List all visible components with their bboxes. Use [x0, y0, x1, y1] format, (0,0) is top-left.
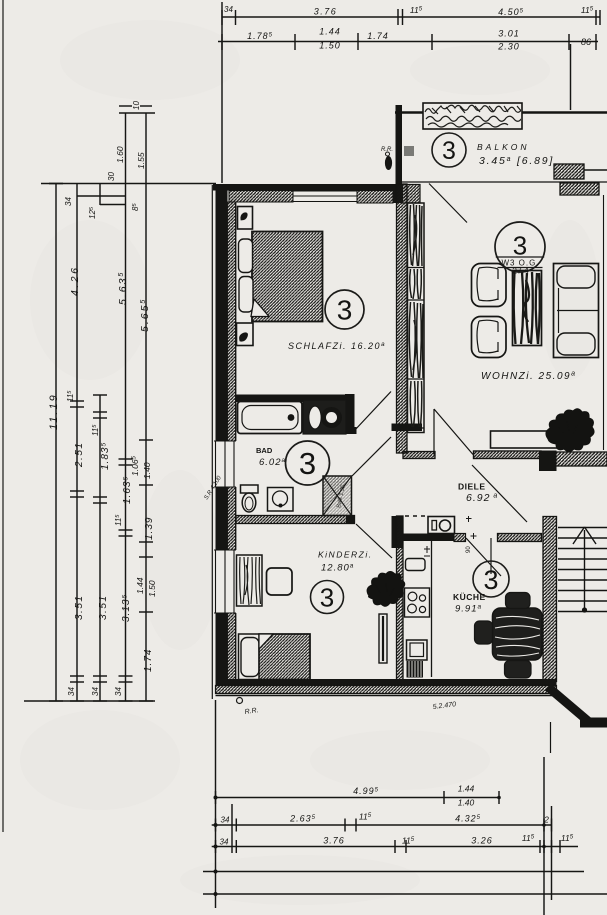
svg-text:1.40: 1.40	[458, 798, 475, 808]
svg-text:4.26: 4.26	[69, 266, 81, 296]
svg-text:DIELE: DIELE	[458, 482, 486, 492]
svg-text:2.51: 2.51	[74, 442, 85, 468]
svg-text:3.01: 3.01	[498, 29, 520, 39]
svg-text:115: 115	[410, 5, 423, 15]
svg-text:1.835: 1.835	[100, 442, 111, 470]
svg-text:86: 86	[581, 37, 591, 47]
svg-text:4.325: 4.325	[455, 814, 481, 824]
svg-text:Balk 1.35: Balk 1.35	[336, 485, 347, 509]
svg-text:3: 3	[442, 137, 456, 165]
svg-text:115: 115	[66, 390, 75, 402]
svg-text:115: 115	[522, 833, 535, 843]
svg-text:3: 3	[483, 565, 498, 595]
svg-text:30: 30	[107, 172, 116, 181]
svg-text:KÜCHE: KÜCHE	[453, 592, 486, 602]
svg-text:KiNDERZi.: KiNDERZi.	[318, 550, 373, 560]
svg-text:3: 3	[337, 295, 353, 326]
svg-text:WOHNZi. 25.09a: WOHNZi. 25.09a	[481, 371, 576, 383]
svg-text:2.635: 2.635	[289, 814, 316, 824]
svg-text:4.995: 4.995	[353, 786, 379, 796]
svg-text:3: 3	[299, 446, 316, 481]
svg-text:1.74: 1.74	[367, 31, 389, 41]
svg-text:125: 125	[88, 206, 97, 219]
svg-text:1.065: 1.065	[130, 455, 140, 476]
svg-text:W3 O.G.: W3 O.G.	[501, 259, 539, 268]
svg-text:1.74: 1.74	[143, 649, 154, 672]
svg-text:85: 85	[131, 203, 140, 211]
svg-text:10: 10	[132, 101, 141, 110]
svg-text:34: 34	[224, 5, 233, 14]
svg-text:9.91a: 9.91a	[455, 604, 482, 615]
svg-text:5.2.470: 5.2.470	[432, 701, 456, 711]
svg-text:1.55: 1.55	[136, 152, 146, 169]
svg-text:3.135: 3.135	[121, 594, 132, 622]
svg-text:3.26: 3.26	[471, 836, 493, 846]
svg-text:BAD: BAD	[256, 446, 273, 455]
svg-text:12.80a: 12.80a	[321, 563, 354, 574]
svg-text:1.44: 1.44	[458, 784, 475, 794]
svg-text:SCHLAFZi. 16.20a: SCHLAFZi. 16.20a	[288, 341, 386, 351]
svg-text:1.50: 1.50	[319, 41, 341, 51]
svg-text:5.635: 5.635	[117, 271, 129, 305]
svg-text:1.44: 1.44	[135, 577, 145, 594]
svg-text:1.39: 1.39	[144, 517, 155, 540]
svg-text:3.51: 3.51	[74, 595, 85, 620]
svg-text:6.02a: 6.02a	[259, 457, 286, 468]
svg-text:3: 3	[513, 231, 527, 261]
svg-text:3.51: 3.51	[98, 595, 109, 620]
svg-text:34: 34	[64, 197, 73, 206]
svg-text:34: 34	[221, 816, 230, 825]
svg-text:11.19: 11.19	[48, 393, 60, 430]
svg-text:1.635: 1.635	[122, 476, 133, 504]
svg-text:3: 3	[320, 583, 334, 613]
svg-text:34: 34	[114, 687, 123, 696]
svg-text:3.45a [6.89]: 3.45a [6.89]	[479, 155, 554, 167]
svg-text:6.92 a: 6.92 a	[466, 492, 498, 504]
svg-text:1.44: 1.44	[319, 27, 341, 37]
svg-text:1.50: 1.50	[147, 580, 157, 597]
svg-text:115: 115	[561, 833, 574, 843]
svg-text:R.R.: R.R.	[381, 147, 393, 153]
svg-text:90: 90	[466, 546, 472, 553]
svg-text:34: 34	[220, 838, 229, 847]
svg-text:27.4: 27.4	[512, 266, 529, 276]
svg-text:3.76: 3.76	[314, 7, 338, 17]
svg-text:1.40: 1.40	[142, 462, 152, 479]
svg-text:115: 115	[581, 5, 594, 15]
svg-text:115: 115	[114, 514, 123, 526]
svg-text:2.30: 2.30	[497, 42, 520, 52]
svg-text:BALKON: BALKON	[477, 142, 530, 152]
svg-text:4.505: 4.505	[498, 7, 524, 17]
svg-text:2: 2	[543, 815, 549, 825]
svg-text:115: 115	[91, 424, 100, 436]
svg-text:1.60: 1.60	[115, 146, 125, 163]
svg-text:34: 34	[91, 687, 100, 696]
svg-text:34: 34	[67, 687, 76, 696]
svg-text:115: 115	[402, 836, 415, 846]
svg-text:1.785: 1.785	[247, 31, 273, 41]
svg-text:5.655: 5.655	[139, 298, 151, 332]
svg-text:3.76: 3.76	[323, 836, 345, 846]
svg-text:115: 115	[359, 812, 372, 822]
svg-text:R.R.: R.R.	[244, 707, 259, 716]
